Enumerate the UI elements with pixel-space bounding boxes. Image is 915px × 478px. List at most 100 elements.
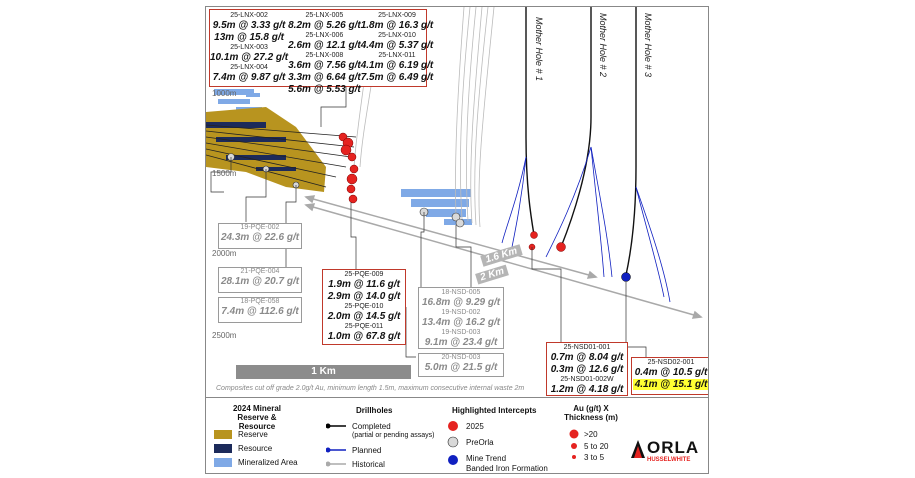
nsd02-2025-box: 25-NSD02-001 0.4m @ 10.5 g/t 4.1m @ 15.1… xyxy=(631,357,708,395)
hole-id: 20-NSD-003 xyxy=(441,354,481,361)
mineralized-swatch xyxy=(214,458,232,467)
hole-id: 25-LNX-003 xyxy=(230,44,268,51)
reserve-resource-blocks xyxy=(206,107,326,192)
intercept-value: 2.9m @ 14.0 g/t xyxy=(327,291,401,302)
intercept-value: 13.4m @ 16.2 g/t xyxy=(421,317,501,328)
intercept-value: 5.0m @ 21.5 g/t xyxy=(424,362,498,373)
intercept-value: 2.6m @ 12.1 g/t xyxy=(288,40,361,51)
intercept-mine-trend xyxy=(621,272,631,282)
intercept-value: 1.8m @ 16.3 g/t xyxy=(360,20,434,31)
legend-bif: Banded Iron Formation xyxy=(466,464,548,473)
depth-label-2500: 2500m xyxy=(212,331,237,340)
intercept-value: 0.7m @ 8.04 g/t xyxy=(550,352,624,363)
legend-au-gt20: >20 xyxy=(584,430,598,439)
legend-completed-note: (partial or pending assays) xyxy=(352,432,435,439)
legend-drillholes-title: Drillholes xyxy=(356,406,393,415)
intercept-value: 1.9m @ 11.6 g/t xyxy=(328,279,400,290)
highlighted-intercept-value: 4.1m @ 15.1 g/t xyxy=(632,379,708,390)
hole-id: 25-LNX-006 xyxy=(305,32,344,39)
hole-id: 25-LNX-002 xyxy=(230,12,268,19)
legend-mineral-title: 2024 Mineral Reserve & Resource xyxy=(232,404,282,431)
hole-id: 19-PQE-002 xyxy=(240,224,280,231)
intercept-value: 4.4m @ 5.37 g/t xyxy=(360,40,434,51)
intercept-value: 5.6m @ 5.53 g/t xyxy=(288,84,361,95)
hole-id: 25-LNX-011 xyxy=(378,52,416,59)
intercept-value: 3.3m @ 6.64 g/t xyxy=(288,72,361,83)
hole-id: 21-PQE-004 xyxy=(240,268,280,275)
intercept-value: 0.3m @ 12.6 g/t xyxy=(550,364,624,375)
mother-hole-2-label: Mother Hole # 2 xyxy=(598,13,608,78)
hole-id: 25-LNX-008 xyxy=(305,52,344,59)
intercepts-2025 xyxy=(338,132,566,252)
legend-planned: Planned xyxy=(352,446,382,455)
legend-au-3-5: 3 to 5 xyxy=(584,453,605,462)
intercept-value: 3.6m @ 7.56 g/t xyxy=(288,60,361,71)
intercept-value: 0.4m @ 10.5 g/t xyxy=(634,367,708,378)
figure-frame: 1000m 1500m 2000m 2500m Mother Hole # 1 … xyxy=(205,6,709,474)
mother-holes xyxy=(525,7,637,276)
hole-id: 25-LNX-010 xyxy=(378,32,416,39)
hole-id: 19-NSD-002 xyxy=(441,309,481,316)
pqe-004-box: 21-PQE-004 28.1m @ 20.7 g/t xyxy=(218,267,302,293)
hole-id: 25-NSD01-002W xyxy=(560,376,614,383)
legend-reserve: Reserve xyxy=(238,430,268,439)
hole-id: 25-PQE-011 xyxy=(344,323,384,330)
intercept-value: 4.1m @ 6.19 g/t xyxy=(360,60,434,71)
hole-id: 19-NSD-003 xyxy=(441,329,481,336)
intercept-value: 13m @ 15.8 g/t xyxy=(214,32,284,43)
drillhole-legend-symbols xyxy=(326,423,346,467)
hole-id: 25-NSD01-001 xyxy=(563,344,611,351)
intercept-value: 7.4m @ 9.87 g/t xyxy=(212,72,286,83)
intercept-value: 28.1m @ 20.7 g/t xyxy=(220,276,300,287)
resource-swatch xyxy=(214,444,232,453)
legend-au-title: Au (g/t) X Thickness (m) xyxy=(564,404,618,422)
intercept-value: 10.1m @ 27.2 g/t xyxy=(210,52,289,63)
mother-hole-3-label: Mother Hole # 3 xyxy=(643,13,653,78)
intercept-value: 7.5m @ 6.49 g/t xyxy=(360,72,434,83)
intercept-value: 1.2m @ 4.18 g/t xyxy=(550,384,624,395)
intercept-value: 16.8m @ 9.29 g/t xyxy=(421,297,501,308)
composites-note: Composites cut off grade 2.0g/t Au, mini… xyxy=(216,385,525,392)
hole-id: 25-PQE-010 xyxy=(344,303,384,310)
distance-arrows xyxy=(304,195,703,319)
hole-id: 18-NSD-005 xyxy=(441,289,481,296)
nsd-003-box: 20-NSD-003 5.0m @ 21.5 g/t xyxy=(418,353,504,377)
legend-au-5-20: 5 to 20 xyxy=(584,442,609,451)
hole-id: 25-PQE-009 xyxy=(344,271,384,278)
intercept-value: 9.1m @ 23.4 g/t xyxy=(424,337,498,348)
legend-resource: Resource xyxy=(238,444,273,453)
scale-bar: 1 Km xyxy=(236,365,411,379)
legend-mineralized: Mineralized Area xyxy=(238,458,298,467)
planned-wedges xyxy=(501,146,671,303)
legend-preorla: PreOrla xyxy=(466,438,494,447)
depth-label-1500: 1500m xyxy=(212,169,237,178)
orla-logo-text: ORLA xyxy=(647,438,700,457)
reserve-swatch xyxy=(214,430,232,439)
hole-id: 25-LNX-009 xyxy=(378,12,416,19)
legend-mine-trend: Mine Trend xyxy=(466,454,507,463)
historical-drill-fan xyxy=(353,7,495,228)
hole-id: 25-LNX-004 xyxy=(230,64,268,71)
legend-completed: Completed xyxy=(352,422,391,431)
pqe-002-box: 19-PQE-002 24.3m @ 22.6 g/t xyxy=(218,223,302,249)
legend-intercepts-title: Highlighted Intercepts xyxy=(452,406,537,415)
mother-hole-1-label: Mother Hole # 1 xyxy=(534,17,544,82)
intercept-value: 2.0m @ 14.5 g/t xyxy=(327,311,401,322)
intercept-value: 9.5m @ 3.33 g/t xyxy=(212,20,286,31)
orla-logo-subtitle: HUSSELWHITE xyxy=(647,457,691,463)
intercept-legend-symbols xyxy=(447,421,459,465)
intercept-value: 24.3m @ 22.6 g/t xyxy=(220,232,300,243)
depth-label-2000: 2000m xyxy=(212,249,237,258)
hole-id: 25-NSD02-001 xyxy=(647,359,695,366)
hole-id: 25-LNX-005 xyxy=(305,12,344,19)
hole-id: 18-PQE-058 xyxy=(240,298,280,305)
depth-label-1000: 1000m xyxy=(212,89,237,98)
orla-logo-mark-icon xyxy=(631,440,645,458)
